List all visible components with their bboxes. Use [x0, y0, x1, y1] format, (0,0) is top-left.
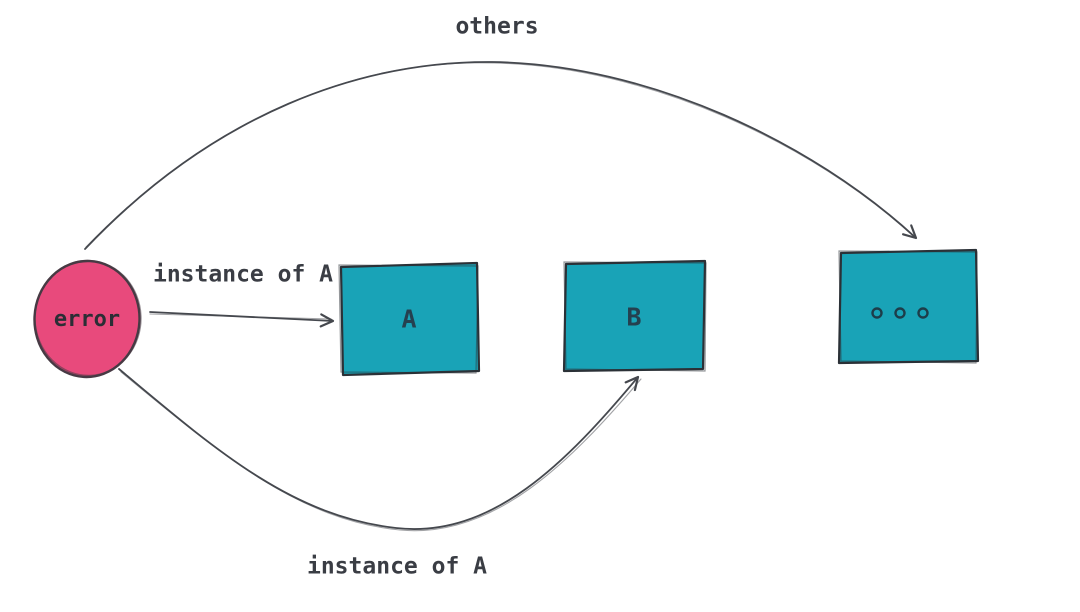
node-a-label: A	[401, 304, 417, 334]
edge-instance-b-path-ghost	[120, 371, 642, 532]
node-error-ellipse	[35, 261, 139, 377]
edge-others-path	[84, 61, 918, 250]
node-b-rect	[562, 259, 707, 373]
edge-instance-a-path	[149, 311, 335, 328]
edge-label-instance-of-a: instance of A	[152, 261, 334, 288]
node-others-rect-ghost	[838, 250, 978, 364]
edge-instance-b-path	[118, 368, 640, 530]
node-a-rect-ghost	[338, 264, 479, 374]
node-b-label: B	[626, 302, 642, 332]
dot-3	[917, 307, 929, 319]
edge-label-others: others	[455, 13, 539, 40]
edge-label-instance-of-a-bottom: instance of A	[306, 553, 488, 580]
node-others-rect	[837, 248, 980, 365]
node-a-rect	[339, 261, 481, 377]
dot-2	[894, 307, 906, 319]
node-error-ellipse-outline-ghost	[34, 259, 142, 377]
edge-others-path-ghost	[85, 62, 913, 248]
node-b-rect-ghost	[563, 261, 707, 372]
dot-1	[871, 307, 883, 319]
node-error-label: error	[53, 307, 121, 332]
ellipsis-dots-icon	[871, 307, 929, 319]
